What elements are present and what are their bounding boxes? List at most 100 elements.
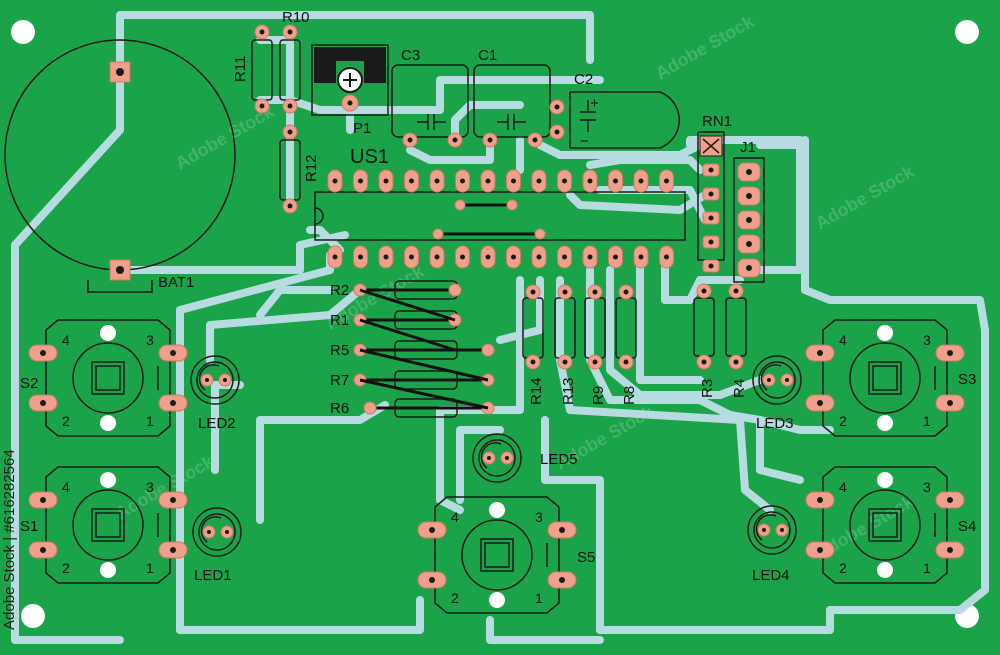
trimmer-p1: P1 (311, 44, 389, 137)
ic-pin-top (531, 169, 547, 193)
ic-pin-top (659, 169, 674, 193)
r4-label: R4 (731, 379, 748, 398)
rn1-pad (702, 211, 720, 225)
switch-pin-number: 3 (923, 332, 931, 348)
ic-pin-top (378, 169, 394, 193)
svg-text:Adobe Stock: Adobe Stock (652, 11, 758, 84)
switch-pin-number: 1 (146, 560, 154, 576)
ic-pin-bottom (353, 245, 368, 269)
ic-pin-bottom (378, 245, 394, 269)
c2-label: C2 (574, 71, 593, 88)
led3: LED3 (752, 355, 802, 432)
resistor-r13: R13 (554, 284, 577, 405)
ic-pin-bottom (633, 245, 649, 269)
switch-pin-number: 3 (146, 332, 154, 348)
resistor-network-rn1: RN1 (697, 113, 732, 273)
led2: LED2 (190, 355, 240, 432)
resistor-r8: R8 (615, 284, 638, 405)
led5-label: LED5 (540, 451, 578, 468)
ic-pin-bottom (557, 245, 572, 269)
led2-label: LED2 (198, 415, 236, 432)
switch-pin-number: 4 (62, 332, 70, 348)
s5-label: S5 (577, 549, 595, 566)
ic-pin-top (455, 169, 470, 193)
side-credit-text: Adobe Stock | #616282564 (1, 449, 18, 630)
r5-label: R5 (330, 342, 349, 359)
resistor-r3: R3 (693, 283, 716, 398)
switch-pin-number: 2 (62, 413, 70, 429)
bat1-label: BAT1 (158, 274, 194, 291)
resistor-r6: R6 (330, 398, 495, 418)
rn1-pad (702, 259, 720, 273)
rn1-pad (702, 163, 720, 177)
led5: LED5 (472, 433, 578, 483)
ic-pin-top (480, 169, 496, 193)
s3-label: S3 (958, 371, 976, 388)
resistor-r14: R14 (522, 284, 545, 405)
r12-label: R12 (303, 154, 320, 182)
ic-pin-bottom (506, 245, 521, 269)
switch-pin-number: 3 (146, 479, 154, 495)
resistor-r10: R10 (279, 9, 310, 114)
led3-label: LED3 (756, 415, 794, 432)
capacitor-c2: + − C2 (549, 71, 680, 150)
resistor-r11: R11 (232, 24, 273, 114)
j1-label: J1 (740, 139, 756, 156)
ic-pin-top (608, 169, 623, 193)
mounting-hole-top-right (955, 20, 979, 44)
ic-pin-bottom (404, 245, 419, 269)
ic-pin-bottom (659, 245, 674, 269)
rn1-pad (702, 235, 720, 249)
ic-pin-bottom (455, 245, 470, 269)
r2-label: R2 (330, 282, 349, 299)
mounting-hole-bottom-left (21, 604, 45, 628)
resistor-r2: R2 (330, 280, 462, 300)
led1: LED1 (192, 507, 242, 584)
s4-label: S4 (958, 518, 976, 535)
r3-label: R3 (699, 379, 716, 398)
capacitor-c3: C3 (391, 47, 469, 148)
r10-label: R10 (282, 9, 310, 26)
switch-pin-number: 4 (451, 509, 459, 525)
mounting-hole-top-left (11, 20, 35, 44)
resistor-r9: R9 (584, 284, 607, 405)
j1-pad (737, 162, 761, 182)
switch-pin-number: 3 (923, 479, 931, 495)
c2-plus-label: + (590, 95, 599, 112)
switch-pin-number: 1 (535, 590, 543, 606)
c3-label: C3 (401, 47, 420, 64)
switch-pin-number: 4 (62, 479, 70, 495)
switch-pin-number: 3 (535, 509, 543, 525)
capacitor-c1: C1 (473, 47, 551, 148)
ic-pin-top (582, 169, 598, 193)
ic-pin-top (506, 169, 521, 193)
switch-pin-number: 1 (923, 413, 931, 429)
s2-label: S2 (20, 375, 38, 392)
r13-label: R13 (560, 377, 577, 405)
ic-pin-top (429, 169, 445, 193)
ic-pin-bottom (327, 245, 343, 269)
j1-pad (737, 258, 761, 278)
resistor-r5: R5 (330, 340, 495, 360)
r11-label: R11 (232, 56, 249, 82)
battery-bat1: BAT1 (4, 39, 236, 293)
j1-pad (737, 234, 761, 254)
svg-text:Adobe Stock: Adobe Stock (812, 161, 918, 234)
r1-label: R1 (330, 312, 349, 329)
ic-us1-top-pins (327, 169, 674, 193)
r6-label: R6 (330, 400, 349, 417)
j1-pad (737, 186, 761, 206)
switch-pin-number: 2 (839, 560, 847, 576)
s1-label: S1 (20, 518, 38, 535)
led1-label: LED1 (194, 567, 232, 584)
rn1-pad (702, 187, 720, 201)
